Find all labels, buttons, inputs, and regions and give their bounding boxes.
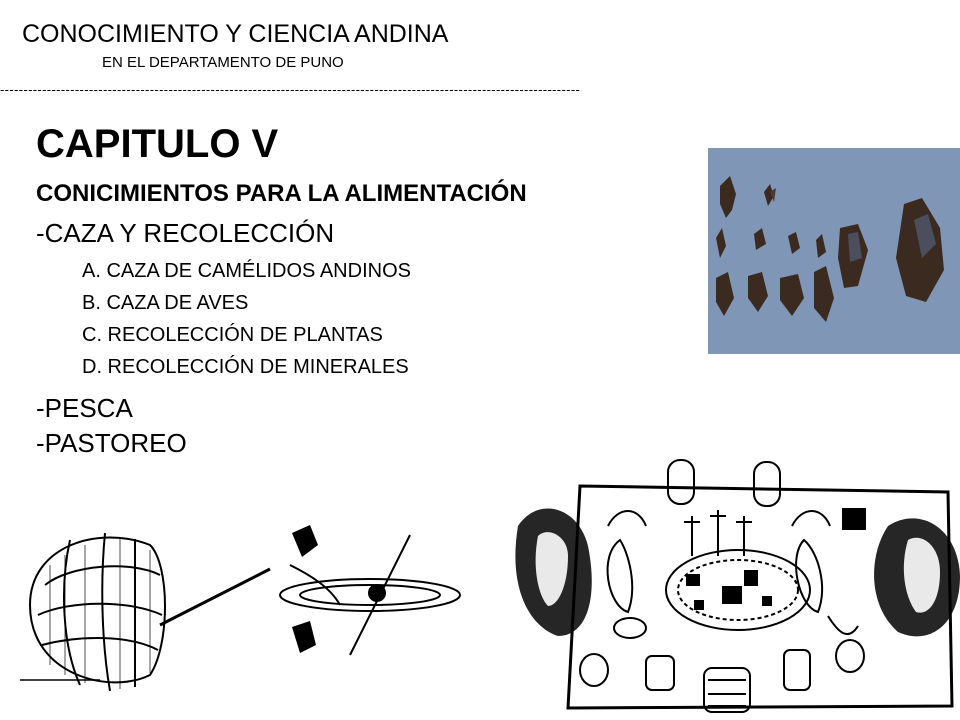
header-subtitle: EN EL DEPARTAMENTO DE PUNO bbox=[102, 54, 344, 71]
header-divider: ----------------------------------------… bbox=[0, 82, 581, 97]
chapter-title: CAPITULO V bbox=[36, 122, 279, 166]
item-b: B. CAZA DE AVES bbox=[82, 292, 249, 314]
section-pastoreo: -PASTOREO bbox=[36, 428, 187, 458]
item-a: A. CAZA DE CAMÉLIDOS ANDINOS bbox=[82, 260, 411, 282]
ritual-offering-drawing bbox=[515, 459, 960, 713]
basket-trap-drawing bbox=[20, 525, 461, 692]
projectile-points-photo bbox=[708, 148, 960, 354]
item-d: D. RECOLECCIÓN DE MINERALES bbox=[82, 356, 409, 378]
chapter-subtitle: CONICIMIENTOS PARA LA ALIMENTACIÓN bbox=[36, 180, 527, 207]
section-caza: -CAZA Y RECOLECCIÓN bbox=[36, 218, 335, 248]
item-c: C. RECOLECCIÓN DE PLANTAS bbox=[82, 324, 383, 346]
section-pesca: -PESCA bbox=[36, 393, 133, 423]
header-title: CONOCIMIENTO Y CIENCIA ANDINA bbox=[22, 20, 449, 48]
